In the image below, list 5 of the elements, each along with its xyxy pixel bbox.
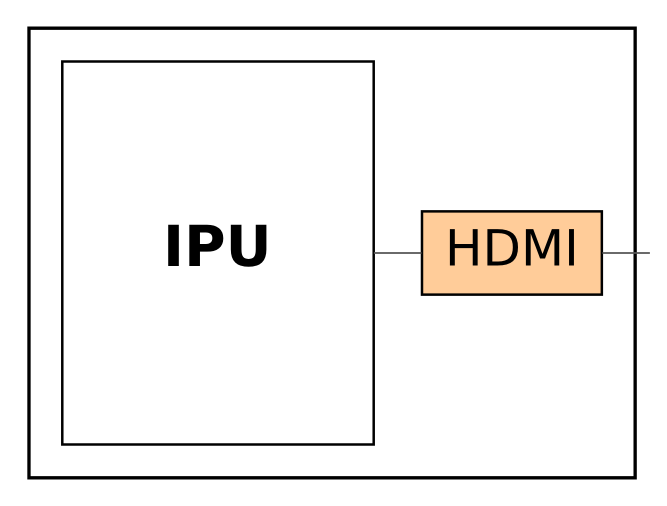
cluster <box>27 26 637 480</box>
node-box: HDMI <box>420 210 604 296</box>
connector <box>374 252 422 254</box>
connector <box>602 252 650 254</box>
node-box: IPU <box>61 60 375 446</box>
